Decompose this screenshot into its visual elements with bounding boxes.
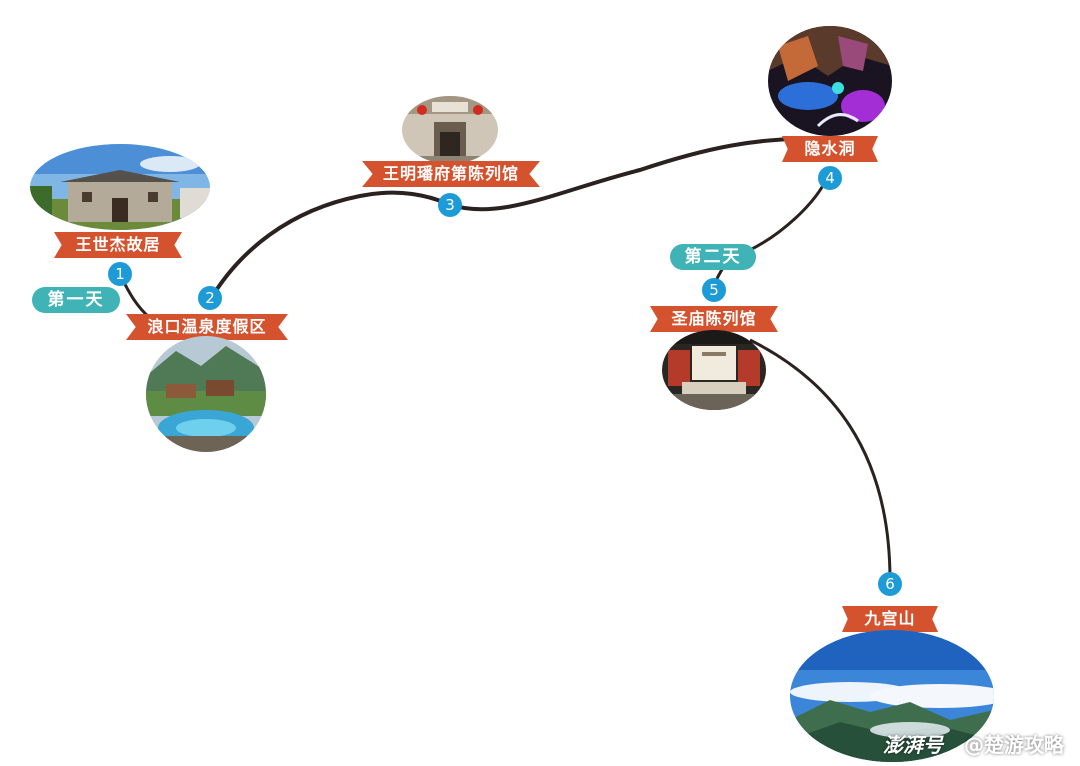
day-one-label: 第一天	[32, 287, 120, 313]
stop-number-badge: 4	[818, 166, 842, 190]
stop-label: 九宫山	[842, 606, 938, 632]
stop-number-badge: 5	[702, 278, 726, 302]
day-two-label: 第二天	[670, 244, 756, 270]
stop-number-badge: 6	[878, 572, 902, 596]
photo-wang-mingfan-mansion	[402, 96, 498, 164]
watermark: 澎湃号 @楚游攻略	[883, 729, 1064, 758]
photo-langkou-hot-spring	[146, 336, 266, 452]
stop-label: 王明璠府第陈列馆	[362, 161, 540, 187]
stop-label: 隐水洞	[782, 136, 878, 162]
stop-number-badge: 1	[108, 262, 132, 286]
photo-wang-shijie-residence	[30, 144, 210, 230]
watermark-brand: 澎湃号	[883, 733, 944, 757]
photo-yinshui-cave	[768, 26, 892, 136]
stop-number-badge: 2	[198, 286, 222, 310]
stop-number-badge: 3	[438, 193, 462, 217]
stop-label: 圣庙陈列馆	[650, 306, 778, 332]
stop-label: 浪口温泉度假区	[126, 314, 288, 340]
watermark-account: @楚游攻略	[964, 733, 1064, 757]
photo-shengmiao-museum	[662, 330, 766, 410]
stop-label: 王世杰故居	[54, 232, 182, 258]
